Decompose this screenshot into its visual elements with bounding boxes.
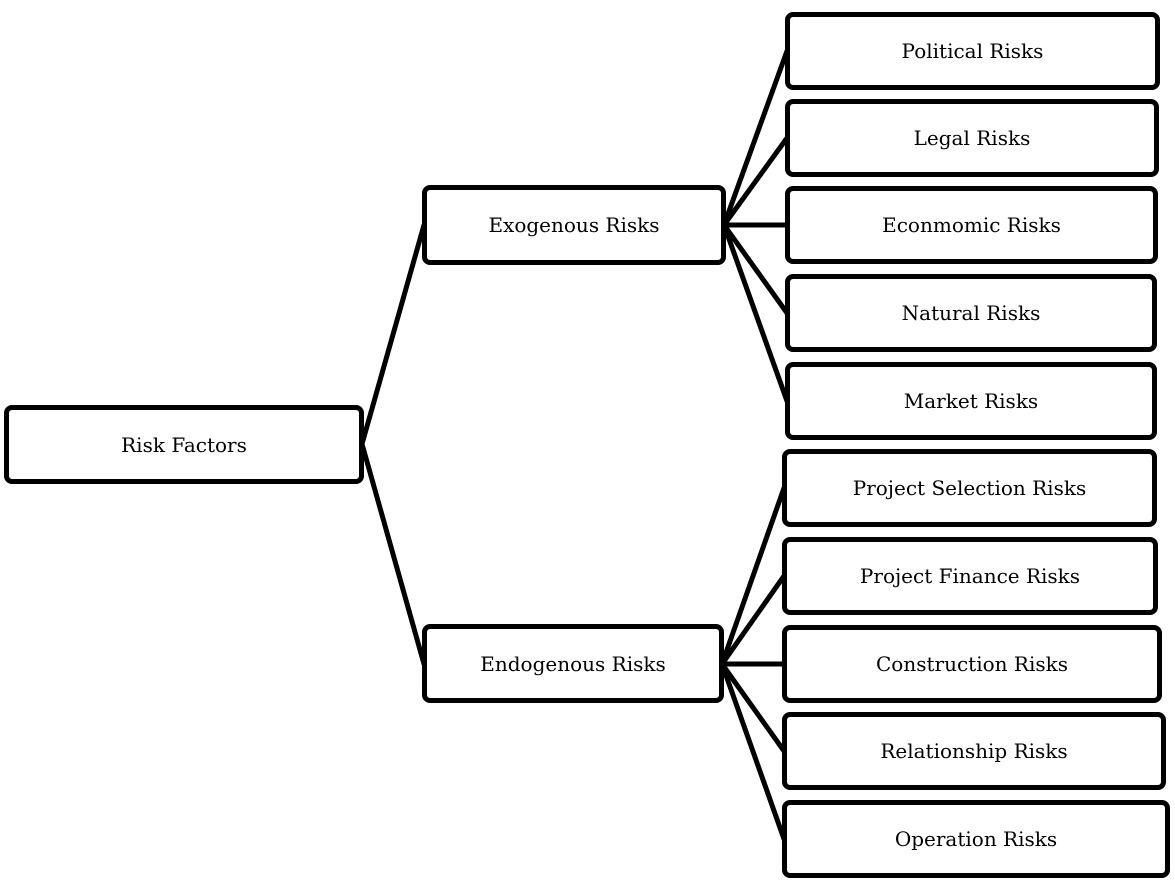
- legal-risks-label: Legal Risks: [913, 126, 1031, 150]
- connector-exogenous-legal: [721, 135, 790, 228]
- endogenous-risks-node: Endogenous Risks: [422, 624, 724, 703]
- connector-endogenous-relationship: [719, 661, 787, 754]
- project-finance-risks-node: Project Finance Risks: [782, 537, 1158, 615]
- connector-endogenous-operation: [719, 661, 787, 842]
- relationship-risks-label: Relationship Risks: [880, 739, 1068, 763]
- operation-risks-node: Operation Risks: [782, 800, 1170, 878]
- exogenous-risks-label: Exogenous Risks: [488, 213, 660, 237]
- endogenous-risks-label: Endogenous Risks: [480, 651, 666, 676]
- relationship-risks-node: Relationship Risks: [782, 712, 1166, 790]
- natural-risks-label: Natural Risks: [901, 301, 1041, 325]
- connector-exogenous-market: [721, 222, 790, 404]
- political-risks-node: Political Risks: [785, 12, 1160, 90]
- connector-endogenous-project-finance: [719, 573, 787, 667]
- connector-endogenous-project-selection: [719, 485, 787, 667]
- construction-risks-node: Construction Risks: [782, 625, 1162, 703]
- risk-factors-node: Risk Factors: [4, 405, 364, 484]
- connector-exogenous-natural: [721, 222, 790, 316]
- political-risks-label: Political Risks: [901, 39, 1044, 63]
- construction-risks-label: Construction Risks: [876, 652, 1068, 676]
- legal-risks-node: Legal Risks: [785, 99, 1159, 177]
- natural-risks-node: Natural Risks: [785, 274, 1157, 352]
- economic-risks-node: Econmomic Risks: [785, 186, 1158, 264]
- market-risks-node: Market Risks: [785, 362, 1157, 440]
- connector-root-endogenous: [359, 441, 427, 667]
- project-selection-risks-label: Project Selection Risks: [852, 476, 1087, 500]
- connector-exogenous-political: [721, 48, 790, 228]
- economic-risks-label: Econmomic Risks: [882, 213, 1061, 237]
- connector-root-exogenous: [359, 222, 427, 447]
- risk-factors-label: Risk Factors: [121, 432, 247, 457]
- operation-risks-label: Operation Risks: [894, 827, 1058, 851]
- exogenous-risks-node: Exogenous Risks: [422, 185, 726, 265]
- project-selection-risks-node: Project Selection Risks: [782, 449, 1157, 527]
- market-risks-label: Market Risks: [903, 389, 1039, 413]
- project-finance-risks-label: Project Finance Risks: [859, 564, 1081, 588]
